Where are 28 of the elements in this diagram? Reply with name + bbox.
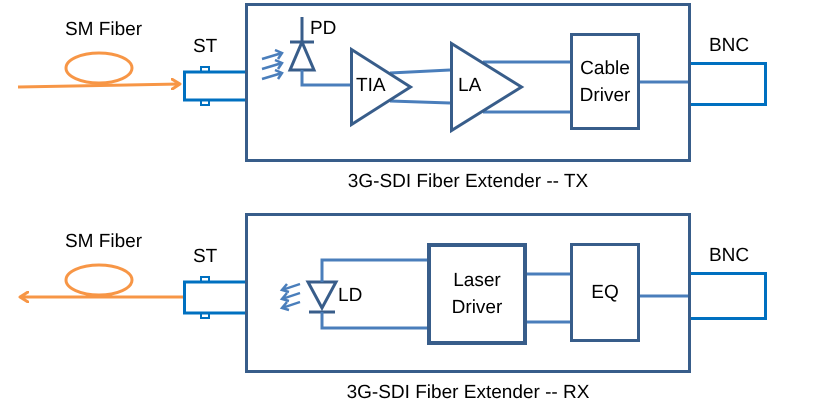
connector-label: BNC	[709, 35, 750, 57]
connector-line	[336, 84, 350, 86]
connector-line	[390, 68, 450, 74]
connector-line	[640, 294, 691, 298]
fiber-arrow	[18, 78, 182, 91]
connector-line	[390, 100, 450, 104]
component-label: LA	[458, 75, 482, 97]
component-label: PD	[310, 18, 336, 40]
process-box: Laser Driver	[427, 243, 527, 345]
fiber-arrow	[18, 290, 183, 304]
connector-line	[366, 258, 427, 262]
component-label: LD	[338, 285, 362, 307]
connector-label: ST	[193, 246, 218, 268]
process-box: EQ	[570, 243, 640, 342]
connector-line	[483, 60, 570, 64]
connector-label: ST	[193, 36, 218, 58]
fiber-label: SM Fiber	[65, 231, 142, 253]
connector-label: BNC	[709, 245, 750, 267]
connector-line	[483, 110, 570, 114]
component-label: TIA	[356, 75, 386, 97]
fiber-label: SM Fiber	[65, 19, 142, 41]
connector-line	[640, 80, 691, 84]
connector-line	[527, 320, 570, 324]
connector-line	[527, 272, 570, 276]
process-box: Cable Driver	[570, 33, 640, 130]
box-caption: 3G-SDI Fiber Extender -- TX	[346, 171, 590, 193]
connector-line	[366, 326, 427, 330]
box-caption: 3G-SDI Fiber Extender -- RX	[346, 382, 590, 404]
